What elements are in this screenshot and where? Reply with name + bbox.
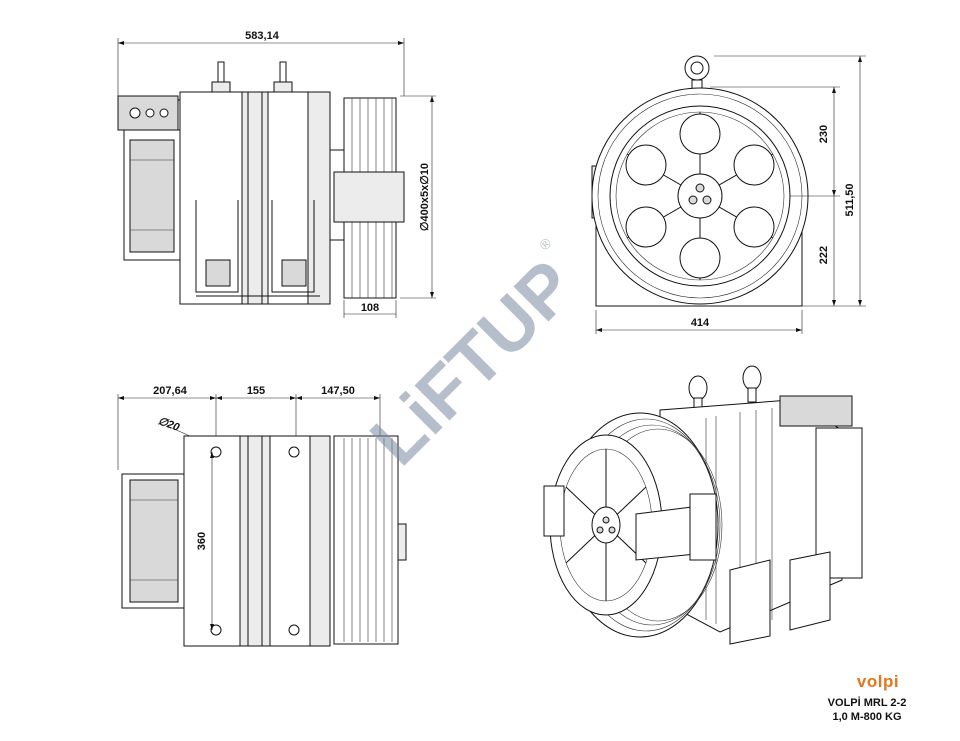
dim-147-label: 147,50 [321,385,355,397]
dim-360-label: 360 [196,532,208,550]
dim-511-label: 511,50 [844,183,856,216]
dim-108-label: 108 [361,302,379,314]
watermark-registered: ® [536,234,555,253]
model-line-2: 1,0 M-800 KG [832,711,902,723]
dim-207-label: 207,64 [153,385,188,397]
side-view: 207,64 155 147,50 ∅20 [117,385,407,647]
volpi-logo: volpi [856,672,900,691]
dim-sheave-diameter-label: ∅400x5x∅10 [419,163,431,231]
dim-414-label: 414 [691,317,710,329]
dim-230-label: 230 [818,125,830,143]
front-view: 230 222 511,50 414 [591,55,866,334]
isometric-view [543,365,863,645]
dim-hole-label: ∅20 [156,415,181,434]
dim-583-label: 583,14 [245,30,280,42]
top-view: 583,14 [117,30,436,318]
model-label: VOLPİ MRL 2-2 1,0 M-800 KG [812,696,922,724]
dim-155-label: 155 [247,385,265,397]
dim-222-label: 222 [818,246,830,264]
model-line-1: VOLPİ MRL 2-2 [827,697,907,709]
